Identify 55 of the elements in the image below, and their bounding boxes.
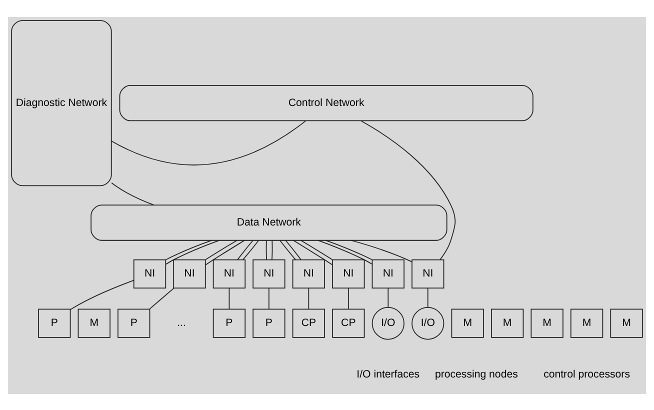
node-box: P xyxy=(252,308,286,338)
node-box: NI xyxy=(212,258,246,288)
connector xyxy=(427,287,428,308)
label: processing nodes xyxy=(434,368,518,380)
node-box: M xyxy=(78,308,110,338)
node-box: P xyxy=(38,308,71,338)
node-box: M xyxy=(451,308,484,338)
connector xyxy=(348,287,349,309)
connector xyxy=(318,239,372,264)
node-box: NI xyxy=(372,258,404,288)
connector xyxy=(228,287,230,309)
node-box: NI xyxy=(252,258,286,288)
connector xyxy=(237,240,254,260)
connector xyxy=(280,240,296,260)
node-box: NI xyxy=(173,258,206,288)
connector xyxy=(326,239,372,260)
node-box: M xyxy=(530,308,564,338)
connector xyxy=(292,239,333,265)
connector xyxy=(111,182,154,205)
node-box: CP xyxy=(332,308,365,338)
label: control processors xyxy=(544,368,630,380)
node-box: M xyxy=(570,308,604,338)
node-box: P xyxy=(118,308,150,338)
connector xyxy=(285,240,302,260)
connector xyxy=(166,240,212,260)
node-box: NI xyxy=(292,258,326,288)
connector xyxy=(266,240,267,260)
node-circle: I/O xyxy=(412,306,444,340)
node-box: NI xyxy=(412,258,444,288)
connector xyxy=(149,287,174,309)
connector xyxy=(205,239,245,265)
node-box: CP xyxy=(292,308,326,338)
connector xyxy=(242,240,259,260)
connector xyxy=(165,240,220,264)
label: ... xyxy=(177,316,186,329)
node-box: Control Network xyxy=(119,84,534,121)
node-box: Data Network xyxy=(90,204,448,240)
connector xyxy=(308,287,310,309)
connector xyxy=(388,287,389,308)
connector xyxy=(360,120,456,260)
node-box: P xyxy=(212,308,246,338)
connector xyxy=(350,239,412,262)
node-box: M xyxy=(610,308,643,338)
node-circle: I/O xyxy=(372,306,404,340)
connector xyxy=(70,279,134,310)
label: I/O interfaces xyxy=(356,368,420,380)
connector xyxy=(268,287,270,309)
connector xyxy=(271,240,273,260)
node-box: Diagnostic Network xyxy=(11,20,112,186)
node-box: NI xyxy=(332,258,365,288)
connector xyxy=(205,239,238,260)
connector xyxy=(110,120,306,165)
node-box: M xyxy=(491,308,524,338)
node-box: NI xyxy=(133,258,166,288)
connector xyxy=(300,239,333,260)
